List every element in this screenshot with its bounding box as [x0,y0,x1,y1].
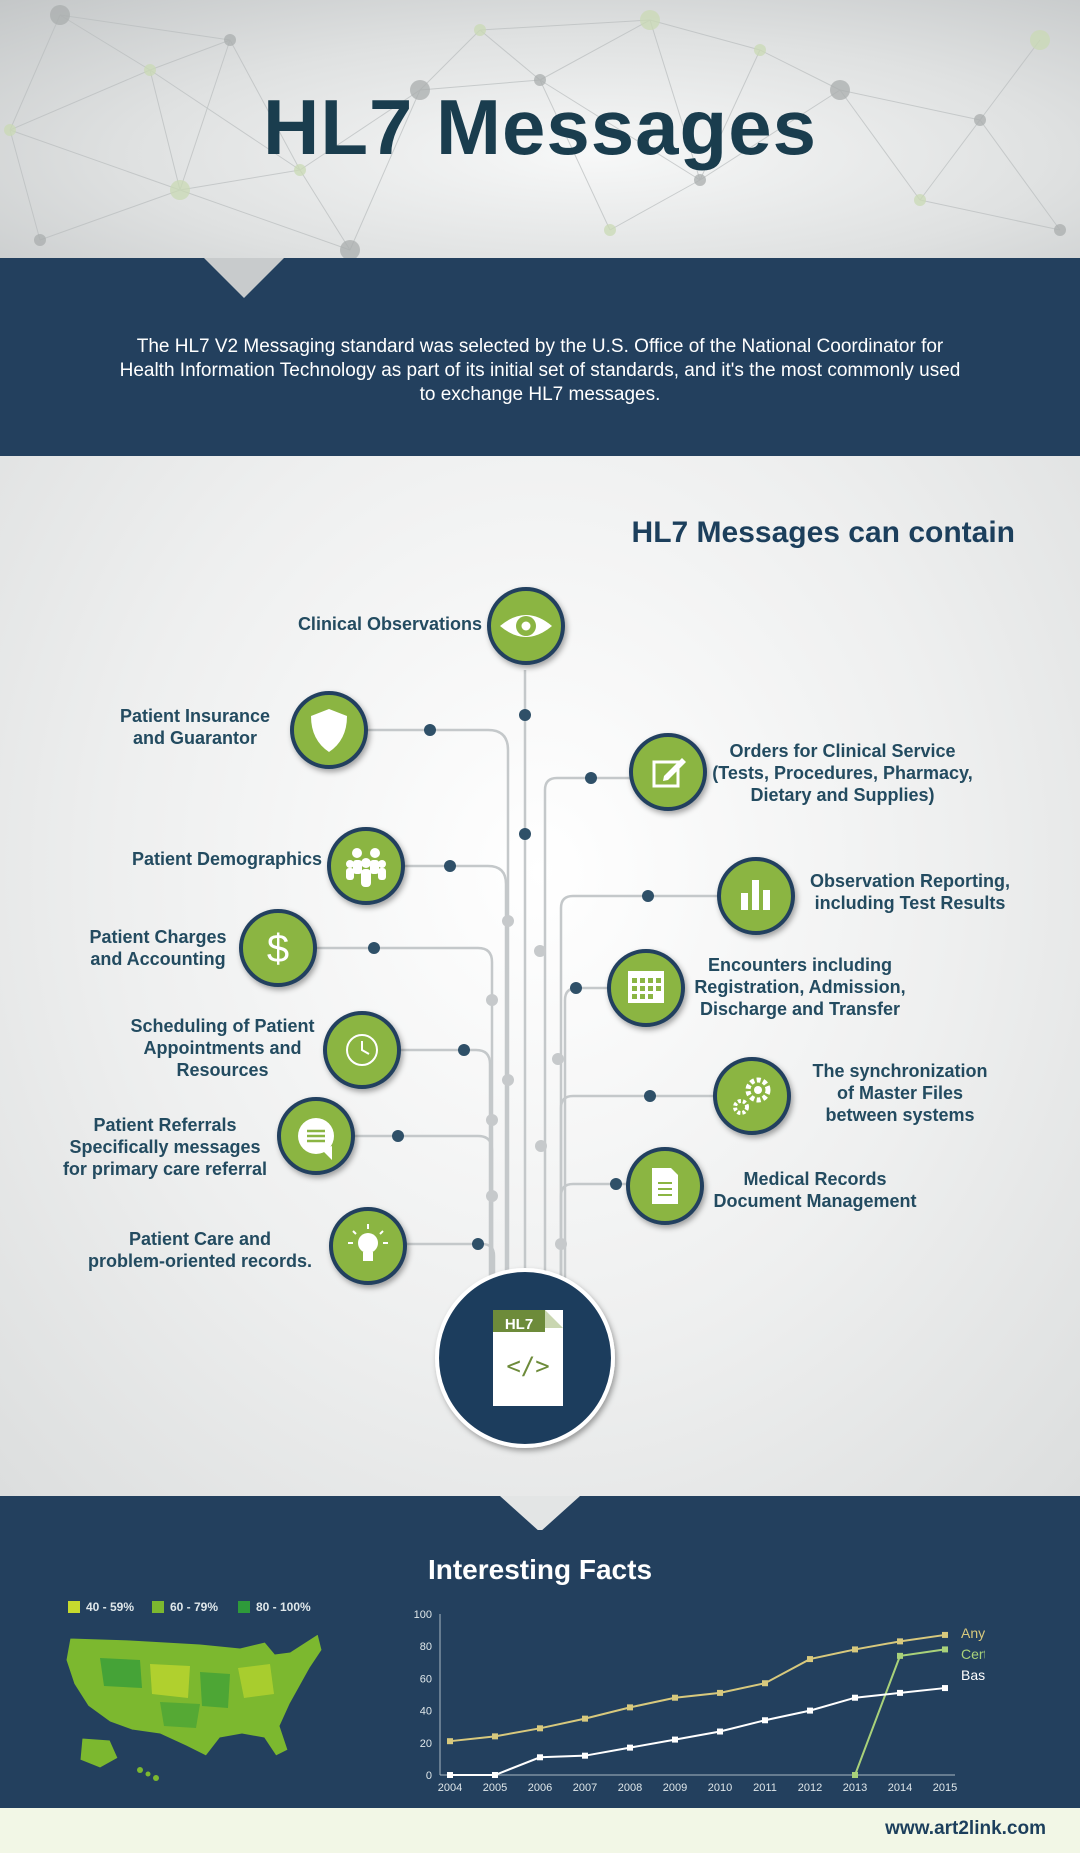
series-point [897,1638,903,1645]
series-point [717,1728,723,1735]
series-point [852,1646,858,1653]
x-tick-label: 2011 [753,1782,777,1794]
gears-icon [713,1057,791,1135]
item-observation-reporting: Observation Reporting, including Test Re… [809,871,1011,913]
svg-text:$: $ [267,927,289,971]
series-point [942,1646,948,1653]
people-icon [327,827,405,905]
hub-label: HL7 [504,1316,534,1333]
series-line-0 [449,1633,946,1743]
series-line-1 [854,1648,946,1776]
item-scheduling: Scheduling of Patient Appointments and R… [130,1016,315,1080]
item-clinical-observations: Clinical Observations [297,614,482,634]
page-title: HL7 Messages [263,83,817,171]
series-point [447,1772,453,1778]
series-point [717,1689,723,1696]
map-legend-mid: 60 - 79% [152,1600,218,1614]
hub-code: </> [506,1352,550,1380]
item-encounters: Encounters including Registration, Admis… [694,955,906,1019]
series-point [942,1685,948,1692]
item-patient-referrals: Patient Referrals Specifically messages … [62,1115,268,1179]
facts-notch-wrap [500,1496,580,1530]
connector-tree [312,670,720,1290]
edit-icon [629,733,707,811]
header-section [0,0,1080,260]
item-patient-demographics: Patient Demographics [131,849,322,869]
series-point [762,1717,768,1724]
y-tick-label: 100 [414,1609,432,1621]
dollar-icon: $ [239,909,317,987]
y-tick-label: 20 [420,1738,432,1750]
series-point [492,1772,498,1778]
map-legend-low: 40 - 59% [68,1600,134,1614]
x-tick-label: 2004 [438,1782,462,1794]
us-map [65,1633,323,1781]
facts-title: Interesting Facts [427,1554,653,1585]
x-tick-label: 2005 [483,1782,507,1794]
series-point [942,1631,948,1638]
document-icon [626,1147,704,1225]
chat-icon [277,1097,355,1175]
y-tick-label: 80 [420,1641,432,1653]
y-tick-label: 60 [420,1673,432,1685]
network-background [4,5,1066,260]
ehr-adoption-chart: 0 20 40 60 80 100 2004 2005 2006 2007 2008 2009 2010… [414,1609,985,1794]
x-tick-label: 2010 [708,1782,732,1794]
y-tick-label: 0 [426,1770,432,1782]
series-point [672,1694,678,1701]
intro-text: The HL7 V2 Messaging standard was select… [119,336,961,405]
series-point [762,1680,768,1687]
series-point [852,1694,858,1701]
series-point [582,1752,588,1759]
top-notch [204,258,284,298]
series-line-2 [450,1687,946,1776]
footer [0,1808,1080,1853]
series-point [807,1707,813,1714]
calendar-icon [607,949,685,1027]
hl7-hub [435,1268,615,1448]
item-medical-records: Medical Records Document Management [713,1169,917,1211]
series-point [672,1736,678,1743]
item-icons: $ [239,587,795,1448]
bulb-icon [329,1207,407,1285]
footer-url[interactable]: www.art2link.com [885,1818,1046,1839]
intro-banner [0,258,1080,456]
contain-title: HL7 Messages can contain [631,516,1015,549]
bar-chart-icon [717,857,795,935]
y-tick-label: 40 [420,1706,432,1718]
series-point [897,1652,903,1659]
series-point [807,1656,813,1663]
series-point [447,1738,453,1745]
item-patient-care: Patient Care and problem-oriented record… [87,1229,313,1271]
series-point [492,1733,498,1740]
item-master-files: The synchronization of Master Files betw… [812,1061,988,1125]
eye-icon [487,587,565,665]
x-tick-label: 2012 [798,1782,822,1794]
item-patient-charges: Patient Charges and Accounting [89,927,227,969]
x-tick-label: 2009 [663,1782,687,1794]
x-tick-label: 2006 [528,1782,552,1794]
x-tick-label: 2013 [843,1782,867,1794]
item-patient-insurance: Patient Insurance and Guarantor [119,706,271,748]
x-tick-label: 2007 [573,1782,597,1794]
facts-notch [500,1496,580,1530]
series-point [627,1744,633,1751]
series-point [897,1689,903,1696]
legend-entry: Any EHR [961,1625,985,1641]
series-point [627,1704,633,1711]
series-point [852,1772,858,1778]
legend-entry: Basic EHR [961,1667,985,1683]
series-point [582,1715,588,1722]
shield-icon [290,691,368,769]
series-point [537,1754,543,1761]
map-legend-high: 80 - 100% [238,1600,311,1614]
x-tick-label: 2015 [933,1782,957,1794]
x-tick-label: 2014 [888,1782,912,1794]
legend-entry: Certified EHR [961,1646,985,1662]
x-tick-label: 2008 [618,1782,642,1794]
series-point [537,1725,543,1732]
item-orders: Orders for Clinical Service (Tests, Proc… [712,741,973,805]
clock-icon [323,1011,401,1089]
